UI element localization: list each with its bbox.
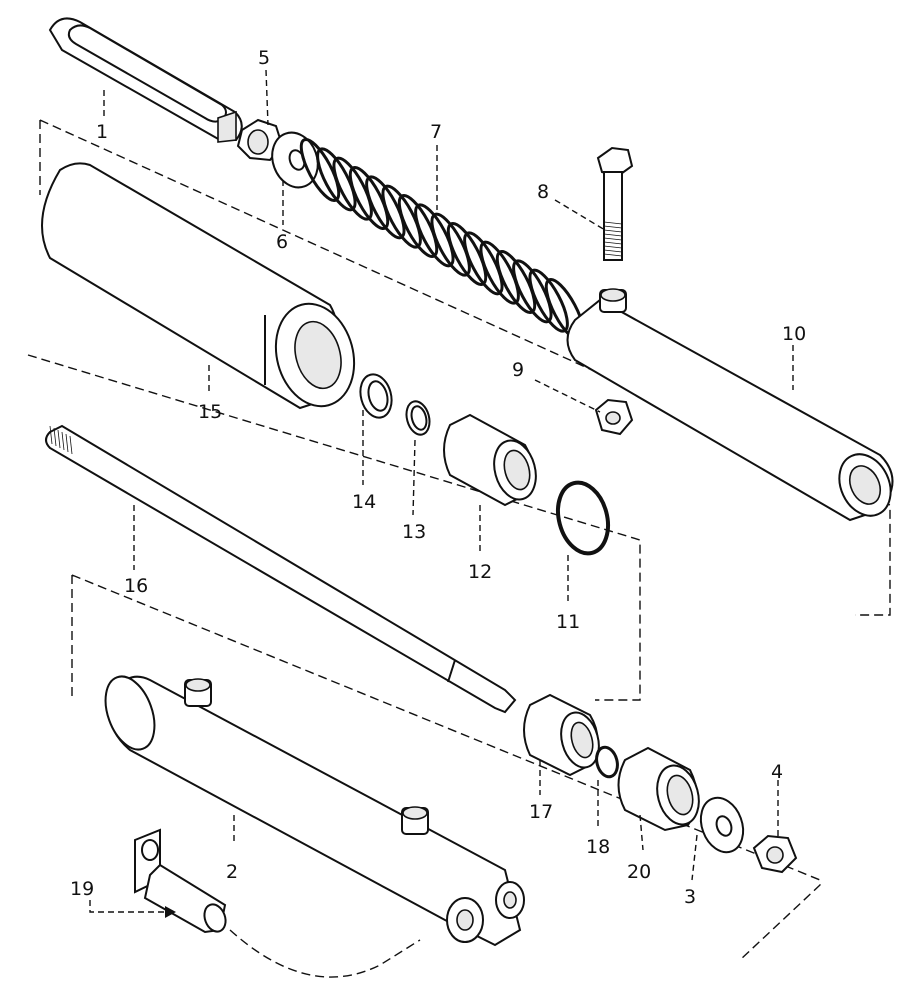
callout-17: 17 xyxy=(529,801,553,823)
callout-6: 6 xyxy=(276,231,288,253)
callout-16: 16 xyxy=(124,575,148,597)
callout-8: 8 xyxy=(537,181,549,203)
thread-line xyxy=(603,249,623,253)
part-piston-rod xyxy=(45,424,517,714)
callout-11: 11 xyxy=(556,611,580,633)
part-ring-13 xyxy=(405,400,431,436)
thread-line xyxy=(603,229,623,233)
thread-line xyxy=(603,245,623,249)
part-nut-small xyxy=(236,118,284,162)
part-upper-tube xyxy=(566,288,894,522)
callout-19: 19 xyxy=(70,878,94,900)
thread-line xyxy=(61,431,65,451)
callout-20: 20 xyxy=(627,861,651,883)
thread-line xyxy=(603,225,623,229)
part-oring-11 xyxy=(556,480,610,556)
part-bushing-12 xyxy=(443,413,537,507)
callout-12: 12 xyxy=(468,561,492,583)
part-bolt xyxy=(596,146,634,261)
thread-line xyxy=(603,221,623,225)
assembly-guide-lines xyxy=(27,119,891,978)
part-spring xyxy=(299,138,586,342)
callout-5: 5 xyxy=(258,47,270,69)
thread-line xyxy=(69,435,73,455)
part-nut-4 xyxy=(752,834,798,874)
thread-line xyxy=(65,433,69,453)
thread-line xyxy=(49,425,53,445)
part-washer-3 xyxy=(699,796,745,854)
thread-line xyxy=(603,241,623,245)
callout-7: 7 xyxy=(430,121,442,143)
callout-18: 18 xyxy=(586,836,610,858)
callout-13: 13 xyxy=(402,521,426,543)
part-pin-19 xyxy=(134,828,227,934)
callout-2: 2 xyxy=(226,861,238,883)
thread-line xyxy=(603,237,623,241)
part-housing xyxy=(41,162,356,410)
part-oring-18 xyxy=(595,745,619,779)
callout-14: 14 xyxy=(352,491,376,513)
callout-15: 15 xyxy=(198,401,222,423)
thread-line xyxy=(603,253,623,257)
part-nut-9 xyxy=(594,398,634,436)
thread-line xyxy=(57,429,61,449)
callout-9: 9 xyxy=(512,359,524,381)
callout-3: 3 xyxy=(684,886,696,908)
thread-line xyxy=(53,427,57,447)
callout-labels: 1 2 3 4 5 6 7 8 9 10 11 12 13 14 15 16 1… xyxy=(70,47,806,908)
callout-10: 10 xyxy=(782,323,806,345)
part-ring-14 xyxy=(359,373,393,419)
part-cylinder xyxy=(104,675,525,947)
part-bushing-20 xyxy=(617,746,700,832)
callout-4: 4 xyxy=(771,761,783,783)
part-gland-17 xyxy=(523,693,600,777)
callout-1: 1 xyxy=(96,121,108,143)
leader-lines xyxy=(89,69,794,918)
thread-line xyxy=(603,233,623,237)
part-slotted-link xyxy=(48,17,243,143)
